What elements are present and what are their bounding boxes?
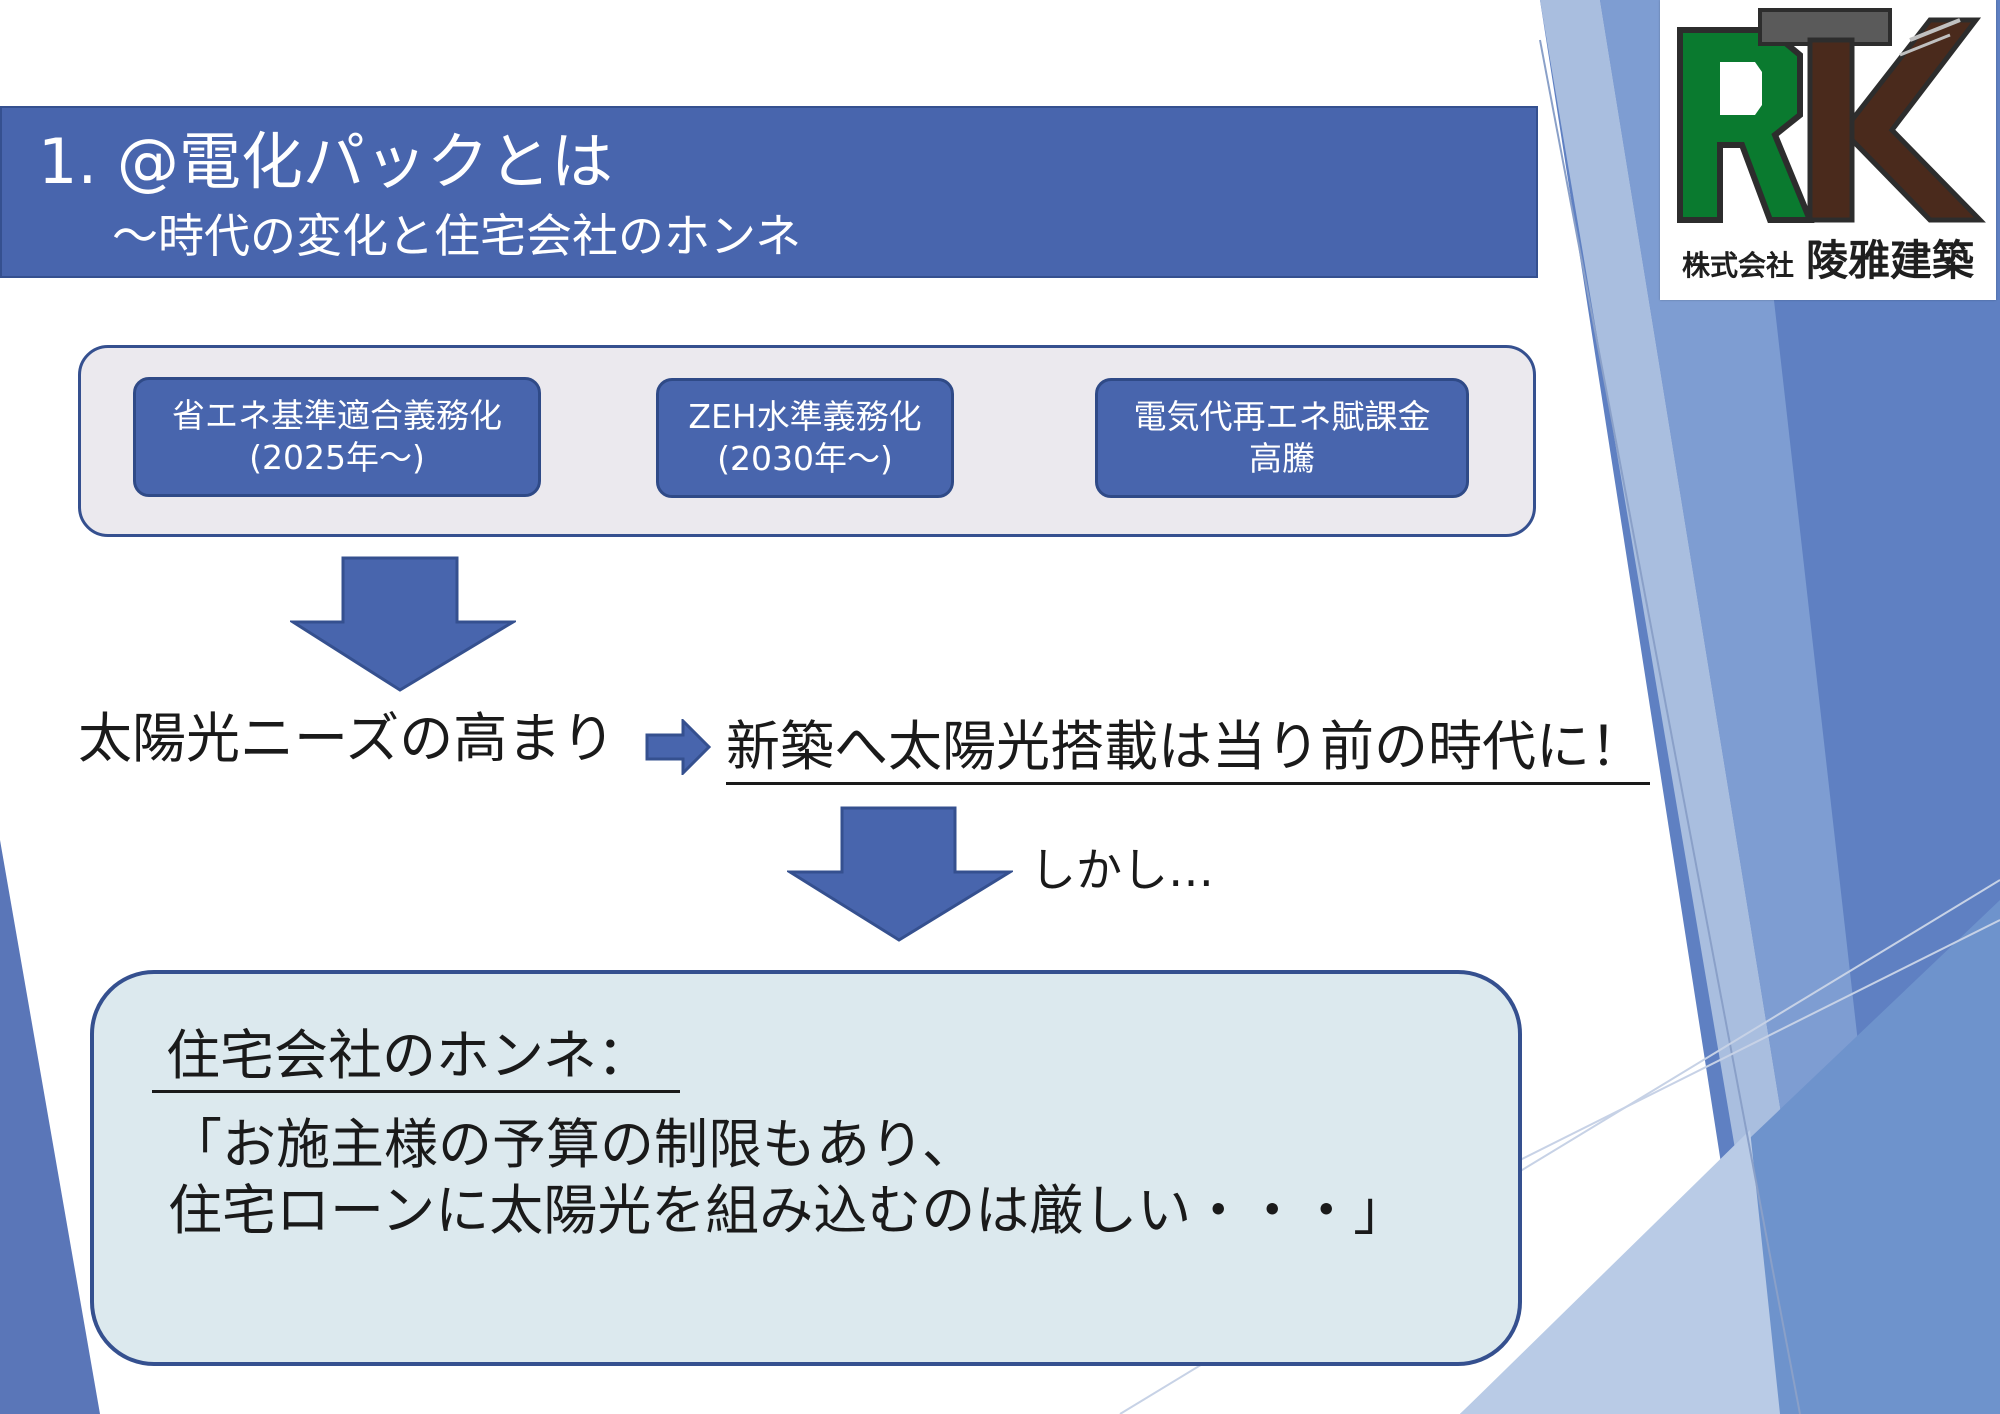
honne-box (90, 970, 1522, 1366)
honne-title: 住宅会社のホンネ： (152, 1022, 680, 1093)
right-accent-light (1540, 0, 1830, 1414)
thin-line-3 (1519, 919, 2000, 1161)
solar-needs-text: 太陽光ニーズの高まり (78, 707, 616, 770)
regulation-chip-line1: 省エネ基準適合義務化 (172, 396, 502, 435)
regulation-chip-line1: 電気代再エネ賦課金 (1133, 397, 1431, 436)
company-name-text: 陵雅建築 (1806, 236, 1975, 285)
regulation-chip-electricity-surcharge: 電気代再エネ賦課金 高騰 (1095, 378, 1469, 498)
regulation-chip-energy-standard: 省エネ基準適合義務化 (2025年～) (133, 377, 541, 497)
regulation-chip-line2: 高騰 (1249, 439, 1315, 478)
right-accent-mid (1600, 0, 1900, 1414)
bottom-right-triangle-light (1460, 1130, 1780, 1414)
down-arrow-icon (787, 806, 1013, 942)
down-arrow-icon (290, 556, 516, 692)
however-text: しかし… (1030, 843, 1214, 897)
left-accent-triangle (0, 840, 100, 1414)
regulation-chip-zeh: ZEH水準義務化 (2030年～) (656, 378, 954, 498)
title-bar: 1. @電化パックとは ～時代の変化と住宅会社のホンネ (0, 106, 1538, 278)
rk-monogram-icon (1677, 8, 1986, 223)
regulation-chip-line2: (2030年～) (717, 439, 893, 478)
company-type: 株式会社 (1681, 249, 1794, 282)
right-arrow-icon (645, 719, 711, 775)
regulation-chip-line1: ZEH水準義務化 (688, 397, 922, 436)
company-name: 株式会社 陵雅建築 (1660, 227, 1996, 288)
regulation-chip-line2: (2025年～) (249, 438, 425, 477)
company-logo: 株式会社 陵雅建築 (1660, 0, 1996, 300)
thin-line-1 (1539, 39, 1801, 1414)
conclusion-text: 新築へ太陽光搭載は当り前の時代に！ (726, 712, 1650, 785)
page-subtitle: ～時代の変化と住宅会社のホンネ (112, 209, 802, 263)
page-title: 1. @電化パックとは (38, 125, 613, 198)
honne-quote-line2: 住宅ローンに太陽光を組み込むのは厳しい・・・」 (168, 1179, 1408, 1242)
honne-quote-line1: 「お施主様の予算の制限もあり、 (168, 1113, 976, 1176)
